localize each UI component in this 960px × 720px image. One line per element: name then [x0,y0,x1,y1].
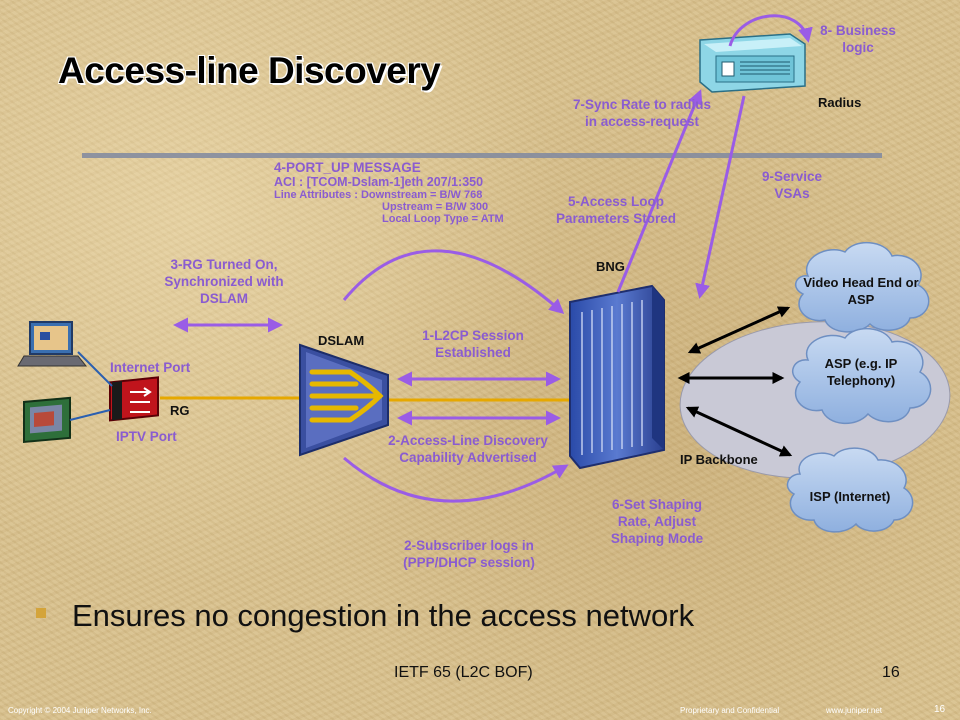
bng-label: BNG [596,259,625,274]
arrow-subscriber [343,456,569,503]
line-attributes-text: Line Attributes : Downstream = B/W 768 [274,189,483,201]
footer-proprietary: Proprietary and Confidential [680,706,780,715]
link-isp [685,406,793,457]
rg-turned-on-label: 3-RG Turned On, Synchronized with DSLAM [164,257,284,306]
rg-device [109,376,159,422]
arrow-service-vsas [695,95,746,299]
bng-device [569,284,665,470]
bullet-marker [36,608,46,618]
l2cp-label: 1-L2CP Session Established [422,328,524,360]
footer-copyright: Copyright © 2004 Juniper Networks, Inc. [8,706,152,715]
arrow-port-up [342,249,565,314]
port-up-message: 4-PORT_UP MESSAGE ACI : [TCOM-Dslam-1]et… [274,160,504,225]
cloud-isp-shape [786,447,914,533]
subscriber-label: 2-Subscriber logs in (PPP/DHCP session) [403,538,535,570]
rg-label: RG [170,403,190,418]
iptv-port-label: IPTV Port [116,429,177,444]
footer-url: www.juniper.net [826,706,883,715]
cloud-video-shape [794,241,930,333]
arrow-business-logic [728,14,813,47]
radius-server [699,33,806,93]
sync-rate-label: 7-Sync Rate to radius in access-request [572,97,712,129]
tv-link [69,409,111,421]
footer-small-page: 16 [934,704,946,715]
business-logic-label: 8- Business logic [820,23,896,55]
cloud-asp-shape [791,327,932,424]
laptop-link [77,351,113,387]
footer-center: IETF 65 (L2C BOF) [394,664,533,681]
internet-port-label: Internet Port [110,360,191,375]
tv-device [23,396,71,443]
footer-page-number: 16 [882,664,900,681]
cloud-video-text: Video Head End or ASP [803,275,919,307]
dslam-device [299,343,389,457]
cloud-asp-text: ASP (e.g. IP Telephony) [824,356,898,388]
ip-backbone-label: IP Backbone [680,452,758,467]
aci-text: ACI : [TCOM-Dslam-1]eth 207/1:350 [274,175,484,189]
arrow-sync-rate [616,89,703,293]
service-vsas-label: 9-Service VSAs [761,169,823,201]
radius-label: Radius [818,95,862,110]
port-up-title: 4-PORT_UP MESSAGE [274,160,421,175]
shaping-label: 6-Set Shaping Rate, Adjust Shaping Mode [610,497,704,546]
capability-label: 2-Access-Line Discovery Capability Adver… [388,433,548,465]
cloud-isp-text: ISP (Internet) [809,489,891,504]
bullet-text: Ensures no congestion in the access netw… [72,598,695,633]
upstream-text: Upstream = B/W 300 [382,201,489,213]
title-divider [82,153,882,158]
loop-type-text: Local Loop Type = ATM [382,213,504,225]
link-video [687,306,791,354]
page-title: Access-line Discovery [58,50,441,91]
dslam-label: DSLAM [318,333,365,348]
laptop-device [17,321,88,367]
access-loop-label: 5-Access Loop Parameters Stored [555,194,677,226]
